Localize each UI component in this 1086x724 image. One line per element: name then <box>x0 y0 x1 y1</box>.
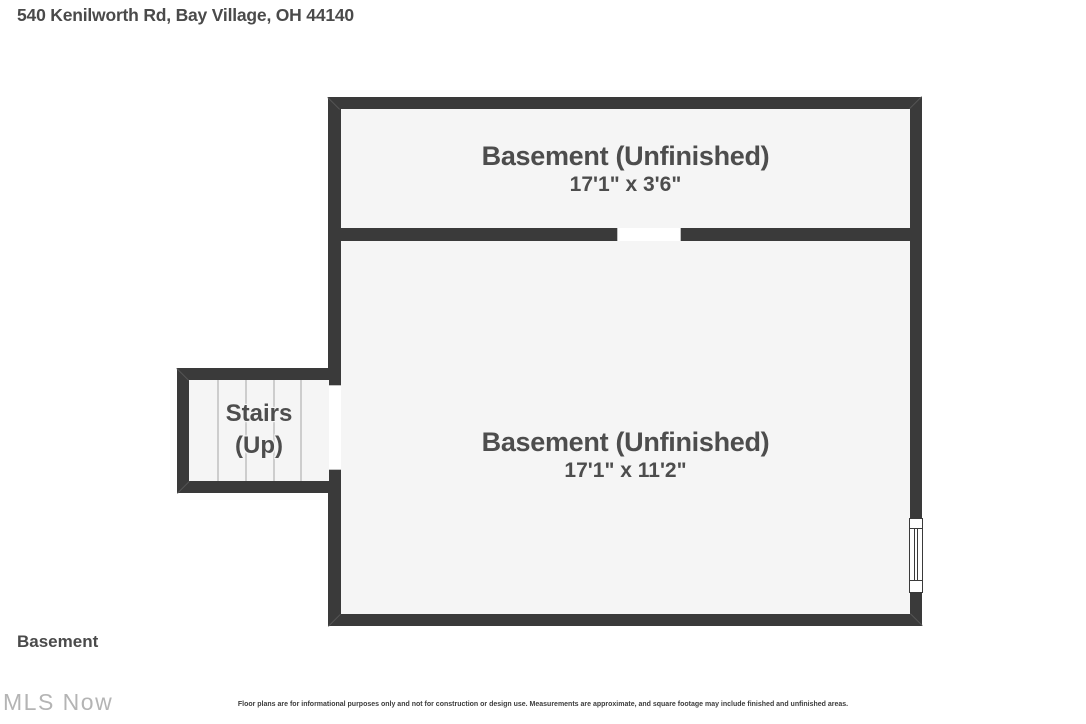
room-basement-main <box>341 241 910 614</box>
stairs-direction: (Up) <box>235 432 283 459</box>
disclaimer-text: Floor plans are for informational purpos… <box>237 701 849 708</box>
room-dimensions: 17'1" x 3'6" <box>569 173 682 196</box>
floor-label: Basement <box>17 632 99 651</box>
room-name: Basement (Unfinished) <box>481 427 770 457</box>
room-name: Basement (Unfinished) <box>481 141 770 171</box>
room-basement-upper-label: Basement (Unfinished) 17'1" x 3'6" <box>341 141 910 199</box>
window-glass-line <box>914 529 918 580</box>
stair-tread-line <box>217 380 219 481</box>
stair-tread-line <box>245 380 247 481</box>
stairs-name: Stairs <box>225 400 293 427</box>
window-sill-line <box>910 580 922 581</box>
page-title: 540 Kenilworth Rd, Bay Village, OH 44140 <box>17 5 354 25</box>
room-dimensions: 17'1" x 11'2" <box>564 459 687 482</box>
door-opening-stairs <box>329 385 341 470</box>
room-stairs <box>189 380 329 481</box>
window-symbol <box>909 518 923 593</box>
room-basement-upper <box>341 109 910 228</box>
stairs-label: Stairs (Up) <box>177 398 341 462</box>
room-basement-main-label: Basement (Unfinished) 17'1" x 11'2" <box>341 427 910 485</box>
stair-tread-line <box>273 380 275 481</box>
mls-now-logo: MLS Now <box>3 689 114 715</box>
window-sill-line <box>910 528 922 529</box>
stair-tread-line <box>300 380 302 481</box>
door-opening-upper-room <box>617 228 681 241</box>
